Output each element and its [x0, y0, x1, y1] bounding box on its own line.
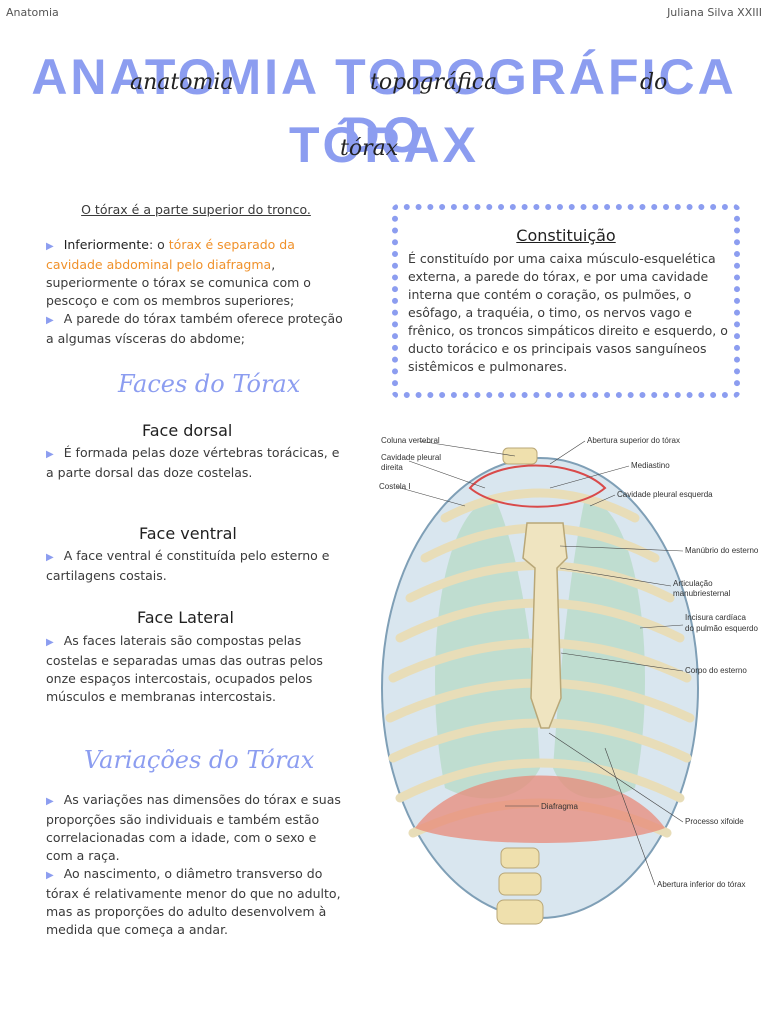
intro-paragraph-2: ▶ A parede do tórax também oferece prote… — [46, 310, 346, 348]
page-title: Anatomia Topográfica do Tórax anatomia t… — [0, 48, 768, 188]
label-cavidade-direita-1: Cavidade pleural — [381, 453, 441, 462]
label-articulacao-1: Articulação — [673, 579, 713, 588]
face-lateral-title: Face Lateral — [137, 608, 234, 627]
intro-highlight: tórax é separado da cavidade abdominal p… — [46, 237, 295, 272]
constituicao-text: É constituído por uma caixa músculo-esqu… — [408, 251, 728, 374]
intro-separator: : o — [148, 237, 169, 252]
constituicao-box: Constituição É constituído por uma caixa… — [392, 204, 740, 398]
title-script-2: tórax — [340, 136, 399, 161]
header-left: Anatomia — [6, 6, 59, 19]
face-ventral-body: A face ventral é constituída pelo estern… — [46, 548, 330, 583]
label-costela: Costela I — [379, 482, 411, 491]
vertebral-column — [496, 447, 544, 925]
label-articulacao-2: manubriesternal — [673, 589, 731, 598]
leader-lines — [396, 440, 684, 886]
faces-heading: Faces do Tórax — [118, 370, 301, 398]
triangle-bullet-icon: ▶ — [46, 449, 54, 460]
variacoes-paragraph-1-text: As variações nas dimensões do tórax e su… — [46, 792, 341, 863]
triangle-bullet-icon: ▶ — [46, 796, 54, 807]
triangle-bullet-icon: ▶ — [46, 241, 54, 252]
label-coluna-vertebral: Coluna vertebral — [381, 436, 440, 445]
variacoes-heading: Variações do Tórax — [84, 746, 315, 774]
header-right: Juliana Silva XXIII — [667, 6, 762, 19]
triangle-bullet-icon: ▶ — [46, 552, 54, 563]
variacoes-paragraph-2: ▶ Ao nascimento, o diâmetro transverso d… — [46, 865, 346, 939]
thorax-illustration: Coluna vertebral Cavidade pleural direit… — [379, 436, 759, 925]
face-dorsal-text: ▶ É formada pelas doze vértebras torácic… — [46, 444, 346, 482]
title-line-2: Tórax — [289, 117, 479, 173]
superior-aperture — [468, 464, 607, 508]
inferiormente-label: Inferiormente — [63, 237, 149, 252]
variacoes-paragraphs: ▶ As variações nas dimensões do tórax e … — [46, 791, 346, 939]
face-dorsal-body: É formada pelas doze vértebras torácicas… — [46, 445, 340, 480]
face-lateral-text: ▶ As faces laterais são compostas pelas … — [46, 632, 346, 706]
label-abertura-inferior: Abertura inferior do tórax — [657, 880, 746, 889]
label-cavidade-direita-2: direita — [381, 463, 403, 472]
intro-text: O tórax é a parte superior do tronco. — [81, 202, 311, 217]
title-script-1a: anatomia — [130, 70, 234, 95]
intro-paragraph-1: ▶ Inferiormente: o tórax é separado da c… — [46, 236, 346, 310]
triangle-bullet-icon: ▶ — [46, 315, 54, 326]
face-lateral-body: As faces laterais são compostas pelas co… — [46, 633, 323, 704]
label-diafragma: Diafragma — [541, 802, 578, 811]
variacoes-paragraph-1: ▶ As variações nas dimensões do tórax e … — [46, 791, 346, 865]
label-mediastino: Mediastino — [631, 461, 670, 470]
triangle-bullet-icon: ▶ — [46, 637, 54, 648]
triangle-bullet-icon: ▶ — [46, 870, 54, 881]
label-incisura-1: Incisura cardíaca — [685, 613, 746, 622]
label-manubrio: Manúbrio do esterno — [685, 546, 759, 555]
title-script-1b: topográfica — [370, 70, 498, 95]
label-corpo-esterno: Corpo do esterno — [685, 666, 747, 675]
label-incisura-2: do pulmão esquerdo — [685, 624, 758, 633]
label-processo-xifoide: Processo xifoide — [685, 817, 744, 826]
face-dorsal-title: Face dorsal — [142, 421, 233, 440]
title-script-1c: do — [640, 70, 668, 95]
constituicao-title: Constituição — [516, 226, 616, 245]
label-abertura-superior: Abertura superior do tórax — [587, 436, 680, 445]
face-ventral-title: Face ventral — [139, 524, 237, 543]
face-ventral-text: ▶ A face ventral é constituída pelo este… — [46, 547, 346, 585]
variacoes-paragraph-2-text: Ao nascimento, o diâmetro transverso do … — [46, 866, 341, 937]
diaphragm — [415, 775, 665, 843]
label-cavidade-esquerda: Cavidade pleural esquerda — [617, 490, 713, 499]
intro-paragraph-1-rest: , superiormente o tórax se comunica com … — [46, 257, 311, 308]
title-line-1: Anatomia Topográfica do — [31, 49, 737, 163]
intro-paragraphs: ▶ Inferiormente: o tórax é separado da c… — [46, 236, 346, 348]
intro-paragraph-2-text: A parede do tórax também oferece proteçã… — [46, 311, 343, 346]
